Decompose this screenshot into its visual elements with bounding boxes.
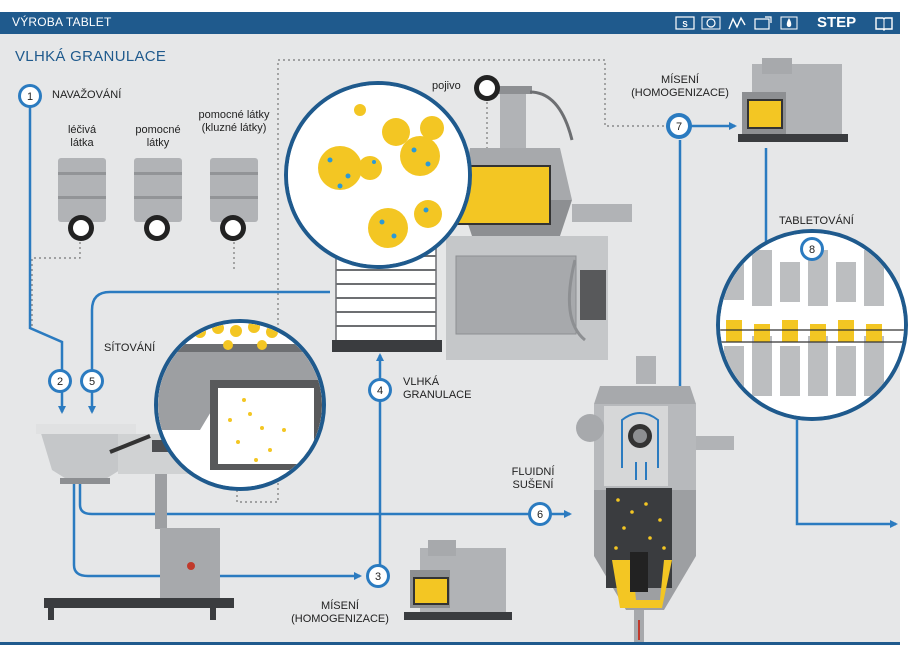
mixer-top (666, 58, 848, 142)
toolbar-icons: S (674, 13, 804, 33)
page-heading: VLHKÁ GRANULACE (15, 48, 167, 65)
label-miseni-bottom: MÍSENÍ (HOMOGENIZACE) (291, 600, 389, 625)
label-tabletovani: TABLETOVÁNÍ (779, 215, 854, 227)
step-number: 8 (809, 244, 815, 256)
label-leciva-latka: léčivá látka (67, 124, 97, 149)
wet-granulator (332, 75, 632, 360)
step-badge-5: 5 (80, 369, 104, 393)
step-brand[interactable]: STEP (817, 14, 857, 31)
step-badge-4: 4 (368, 378, 392, 402)
step-badge-1: 1 (18, 84, 42, 108)
label-sitovani: SÍTOVÁNÍ (104, 342, 156, 354)
step-badge-8: 8 (800, 237, 824, 261)
mixer-bottom (404, 540, 512, 620)
drop-icon[interactable] (778, 13, 800, 33)
label-vlhka-granulace: VLHKÁ GRANULACE (403, 376, 472, 401)
step-number: 7 (676, 121, 682, 133)
drum-leciva-latka (58, 158, 106, 241)
step-number: 5 (89, 376, 95, 388)
sieve-zoom (154, 319, 326, 491)
step-number: 6 (537, 509, 543, 521)
label-pomocne-latky-kluzne: pomocné látky (kluzné látky) (198, 109, 270, 134)
step-badge-7: 7 (667, 114, 691, 138)
label-navazovani: NAVAŽOVÁNÍ (52, 89, 122, 101)
step-number: 1 (27, 91, 33, 103)
label-pojivo: pojivo (432, 80, 461, 92)
network-icon[interactable] (752, 13, 774, 33)
settings-icon[interactable] (700, 13, 722, 33)
label-pomocne-latky: pomocné látky (135, 124, 181, 149)
drum-pomocne-latky (134, 158, 182, 241)
fluid-bed-dryer (576, 356, 734, 642)
tableting-zoom (716, 229, 908, 421)
diagram-icon[interactable] (726, 13, 748, 33)
title-bar: VÝROBA TABLET S STEP (0, 0, 911, 34)
step-badge-3: 3 (366, 564, 390, 588)
step-number: 2 (57, 376, 63, 388)
bottom-border (0, 642, 900, 645)
ssr-icon[interactable]: S (674, 13, 696, 33)
title-bar-background (0, 12, 900, 34)
label-miseni-top: MÍSENÍ (HOMOGENIZACE) (631, 74, 729, 99)
window-title: VÝROBA TABLET (12, 15, 112, 29)
granulation-zoom (284, 81, 472, 269)
book-icon[interactable] (874, 15, 894, 31)
label-fluidni-suseni: FLUIDNÍ SUŠENÍ (511, 466, 555, 491)
step-number: 3 (375, 571, 381, 583)
step-badges: 1 2 3 4 5 6 7 8 (18, 84, 824, 588)
svg-text:S: S (682, 20, 688, 29)
step-number: 4 (377, 385, 383, 397)
step-badge-6: 6 (528, 502, 552, 526)
step-badge-2: 2 (48, 369, 72, 393)
drum-kluzne-latky (210, 158, 258, 241)
